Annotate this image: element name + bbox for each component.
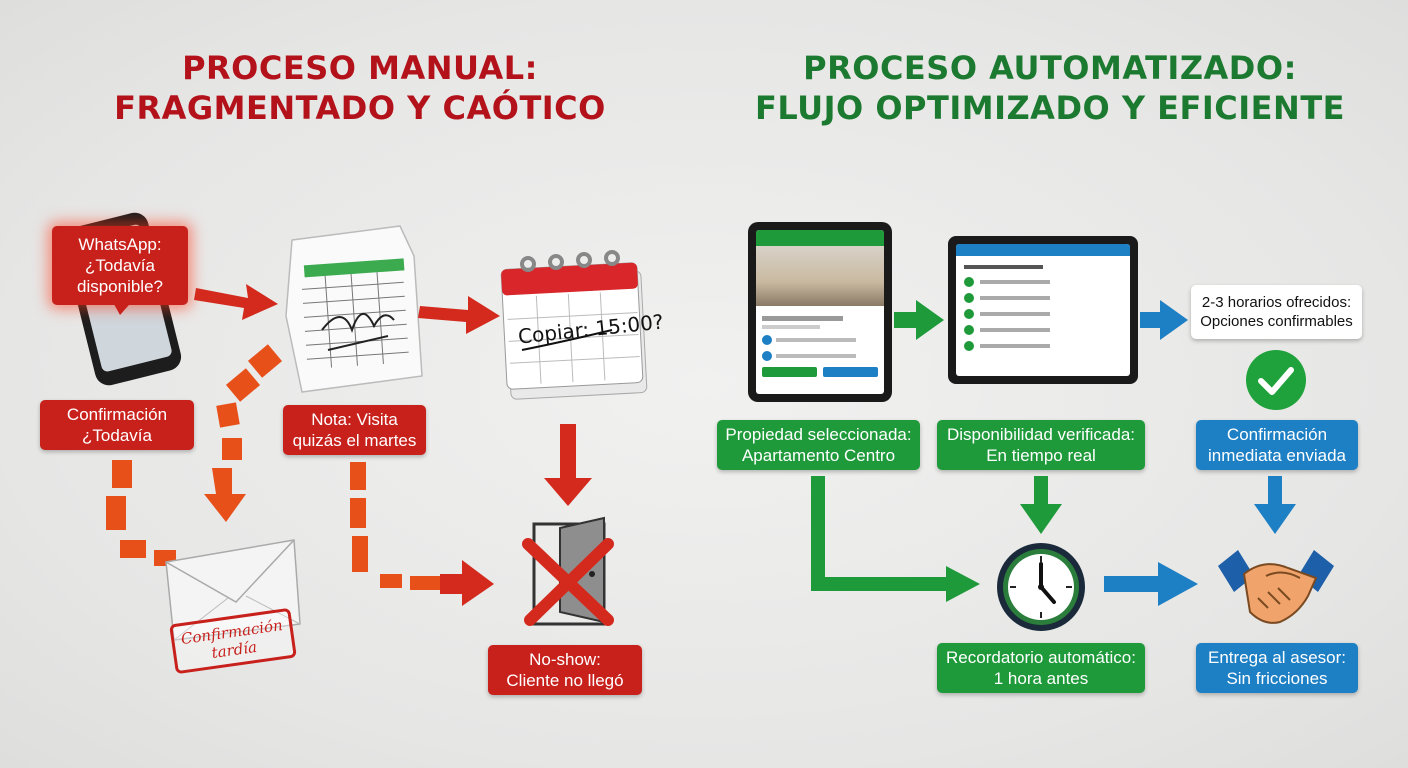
availability-row (964, 277, 1122, 287)
arrow-down-icon (204, 468, 246, 522)
envelope-icon (165, 539, 301, 641)
manual-title: PROCESO MANUAL: FRAGMENTADO Y CAÓTICO (114, 49, 606, 127)
app-header (956, 244, 1130, 256)
check-icon (964, 293, 974, 303)
property-label: Propiedad seleccionada: Apartamento Cent… (717, 420, 920, 470)
check-icon (964, 309, 974, 319)
clock-icon (997, 543, 1085, 631)
reminder-label: Recordatorio automático: 1 hora antes (937, 643, 1145, 693)
arrow-right-icon (1104, 562, 1198, 606)
check-icon (964, 325, 974, 335)
arrow-right-icon (894, 300, 944, 340)
arrow-right-icon (1140, 300, 1188, 340)
handoff-label: Entrega al asesor: Sin fricciones (1196, 643, 1358, 693)
bubble-tail-icon (110, 297, 136, 315)
check-icon (762, 335, 772, 345)
confirmed-check-icon (1246, 350, 1306, 410)
availability-row (964, 325, 1122, 335)
offered-options-box: 2-3 horarios ofrecidos: Opciones confirm… (1191, 285, 1362, 339)
availability-tablet (948, 236, 1138, 384)
whatsapp-bubble: WhatsApp: ¿Todavía disponible? (52, 226, 188, 305)
availability-row (964, 293, 1122, 303)
arrow-right-icon (946, 566, 980, 602)
app-button-blue[interactable] (823, 367, 878, 377)
arrow-right-icon (440, 560, 494, 606)
arrow-right-icon (194, 284, 278, 320)
availability-label: Disponibilidad verificada: En tiempo rea… (937, 420, 1145, 470)
arrow-down-icon (1020, 476, 1062, 534)
note-label: Nota: Visita quizás el martes (283, 405, 426, 455)
manual-arrows (106, 284, 592, 606)
availability-row (964, 309, 1122, 319)
property-tablet (748, 222, 892, 402)
app-header (756, 230, 884, 246)
check-icon (964, 341, 974, 351)
confirm-label: Confirmación ¿Todavía (40, 400, 194, 450)
calendar-icon: Copiar: 15:00? (500, 250, 665, 400)
arrow-down-icon (1254, 476, 1296, 534)
check-icon (964, 277, 974, 287)
arrow-right-icon (418, 296, 500, 334)
handshake-icon (1218, 550, 1334, 624)
auto-title: PROCESO AUTOMATIZADO: FLUJO OPTIMIZADO Y… (754, 49, 1345, 127)
noshow-label: No-show: Cliente no llegó (488, 645, 642, 695)
arrow-down-icon (544, 424, 592, 506)
spreadsheet-paper-icon (285, 225, 423, 393)
property-photo (756, 246, 884, 306)
confirmation-label: Confirmación inmediata enviada (1196, 420, 1358, 470)
check-icon (762, 351, 772, 361)
door-x-icon (522, 516, 614, 626)
availability-row (964, 341, 1122, 351)
app-button-green[interactable] (762, 367, 817, 377)
